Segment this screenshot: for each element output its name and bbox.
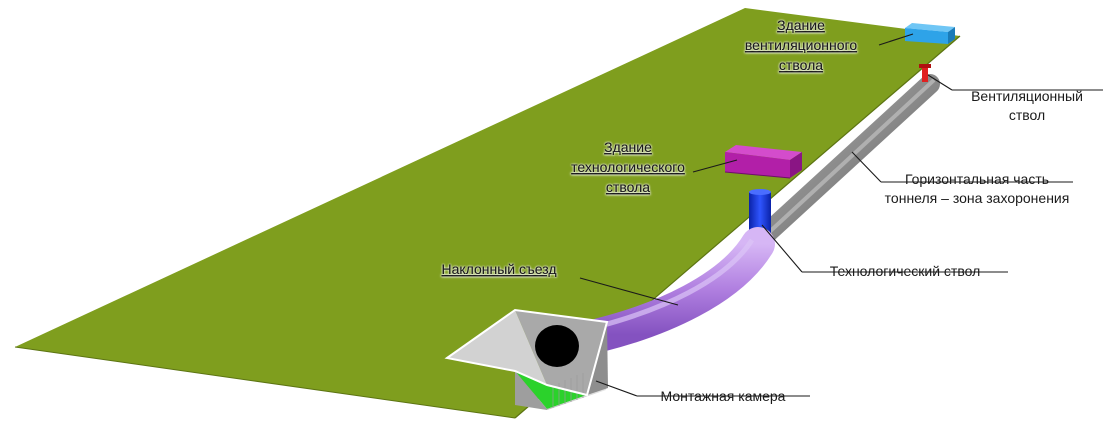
ground-near-edge xyxy=(14,346,516,419)
inclined-ramp-tunnel xyxy=(583,227,775,352)
svg-text:Вентиляционный: Вентиляционный xyxy=(971,88,1083,104)
assembly-chamber xyxy=(444,308,609,410)
svg-text:Наклонный съезд: Наклонный съезд xyxy=(441,261,556,277)
leader-chamber xyxy=(595,380,638,397)
svg-text:тоннеля – зона захоронения: тоннеля – зона захоронения xyxy=(885,190,1070,206)
svg-text:ствола: ствола xyxy=(779,57,823,73)
svg-text:ствола: ствола xyxy=(606,179,650,195)
callout-underlines xyxy=(637,89,1103,397)
svg-text:вентиляционного: вентиляционного xyxy=(745,37,857,53)
svg-text:ствол: ствол xyxy=(1009,107,1045,123)
label-ramp: Наклонный съезд xyxy=(441,261,556,277)
leader-lines xyxy=(579,33,953,397)
svg-text:Горизонтальная часть: Горизонтальная часть xyxy=(905,171,1049,187)
label-tech-shaft: Технологический ствол xyxy=(830,263,981,279)
horizontal-tunnel xyxy=(752,74,940,248)
technological-shaft-building xyxy=(724,145,802,179)
ventilation-shaft xyxy=(919,64,931,82)
ventilation-shaft-building xyxy=(905,23,955,44)
label-tech-building: Здание технологического ствола xyxy=(571,139,685,195)
label-vent-building: Здание вентиляционного ствола xyxy=(745,17,857,73)
svg-text:Технологический ствол: Технологический ствол xyxy=(830,263,981,279)
leader-vent-shaft xyxy=(927,74,953,91)
svg-text:Здание: Здание xyxy=(777,17,825,33)
leader-ramp xyxy=(579,277,679,306)
svg-text:технологического: технологического xyxy=(571,159,685,175)
ramp-portal-hole xyxy=(535,325,579,367)
svg-text:Здание: Здание xyxy=(604,139,652,155)
label-horizontal-tunnel: Горизонтальная часть тоннеля – зона захо… xyxy=(885,171,1070,206)
leader-tech-shaft xyxy=(761,224,803,273)
ground-plane xyxy=(15,8,960,418)
leader-tech-building xyxy=(692,159,738,173)
leader-horizontal xyxy=(851,151,882,183)
leader-vent-building xyxy=(878,33,914,46)
label-vent-shaft: Вентиляционный ствол xyxy=(971,88,1083,123)
